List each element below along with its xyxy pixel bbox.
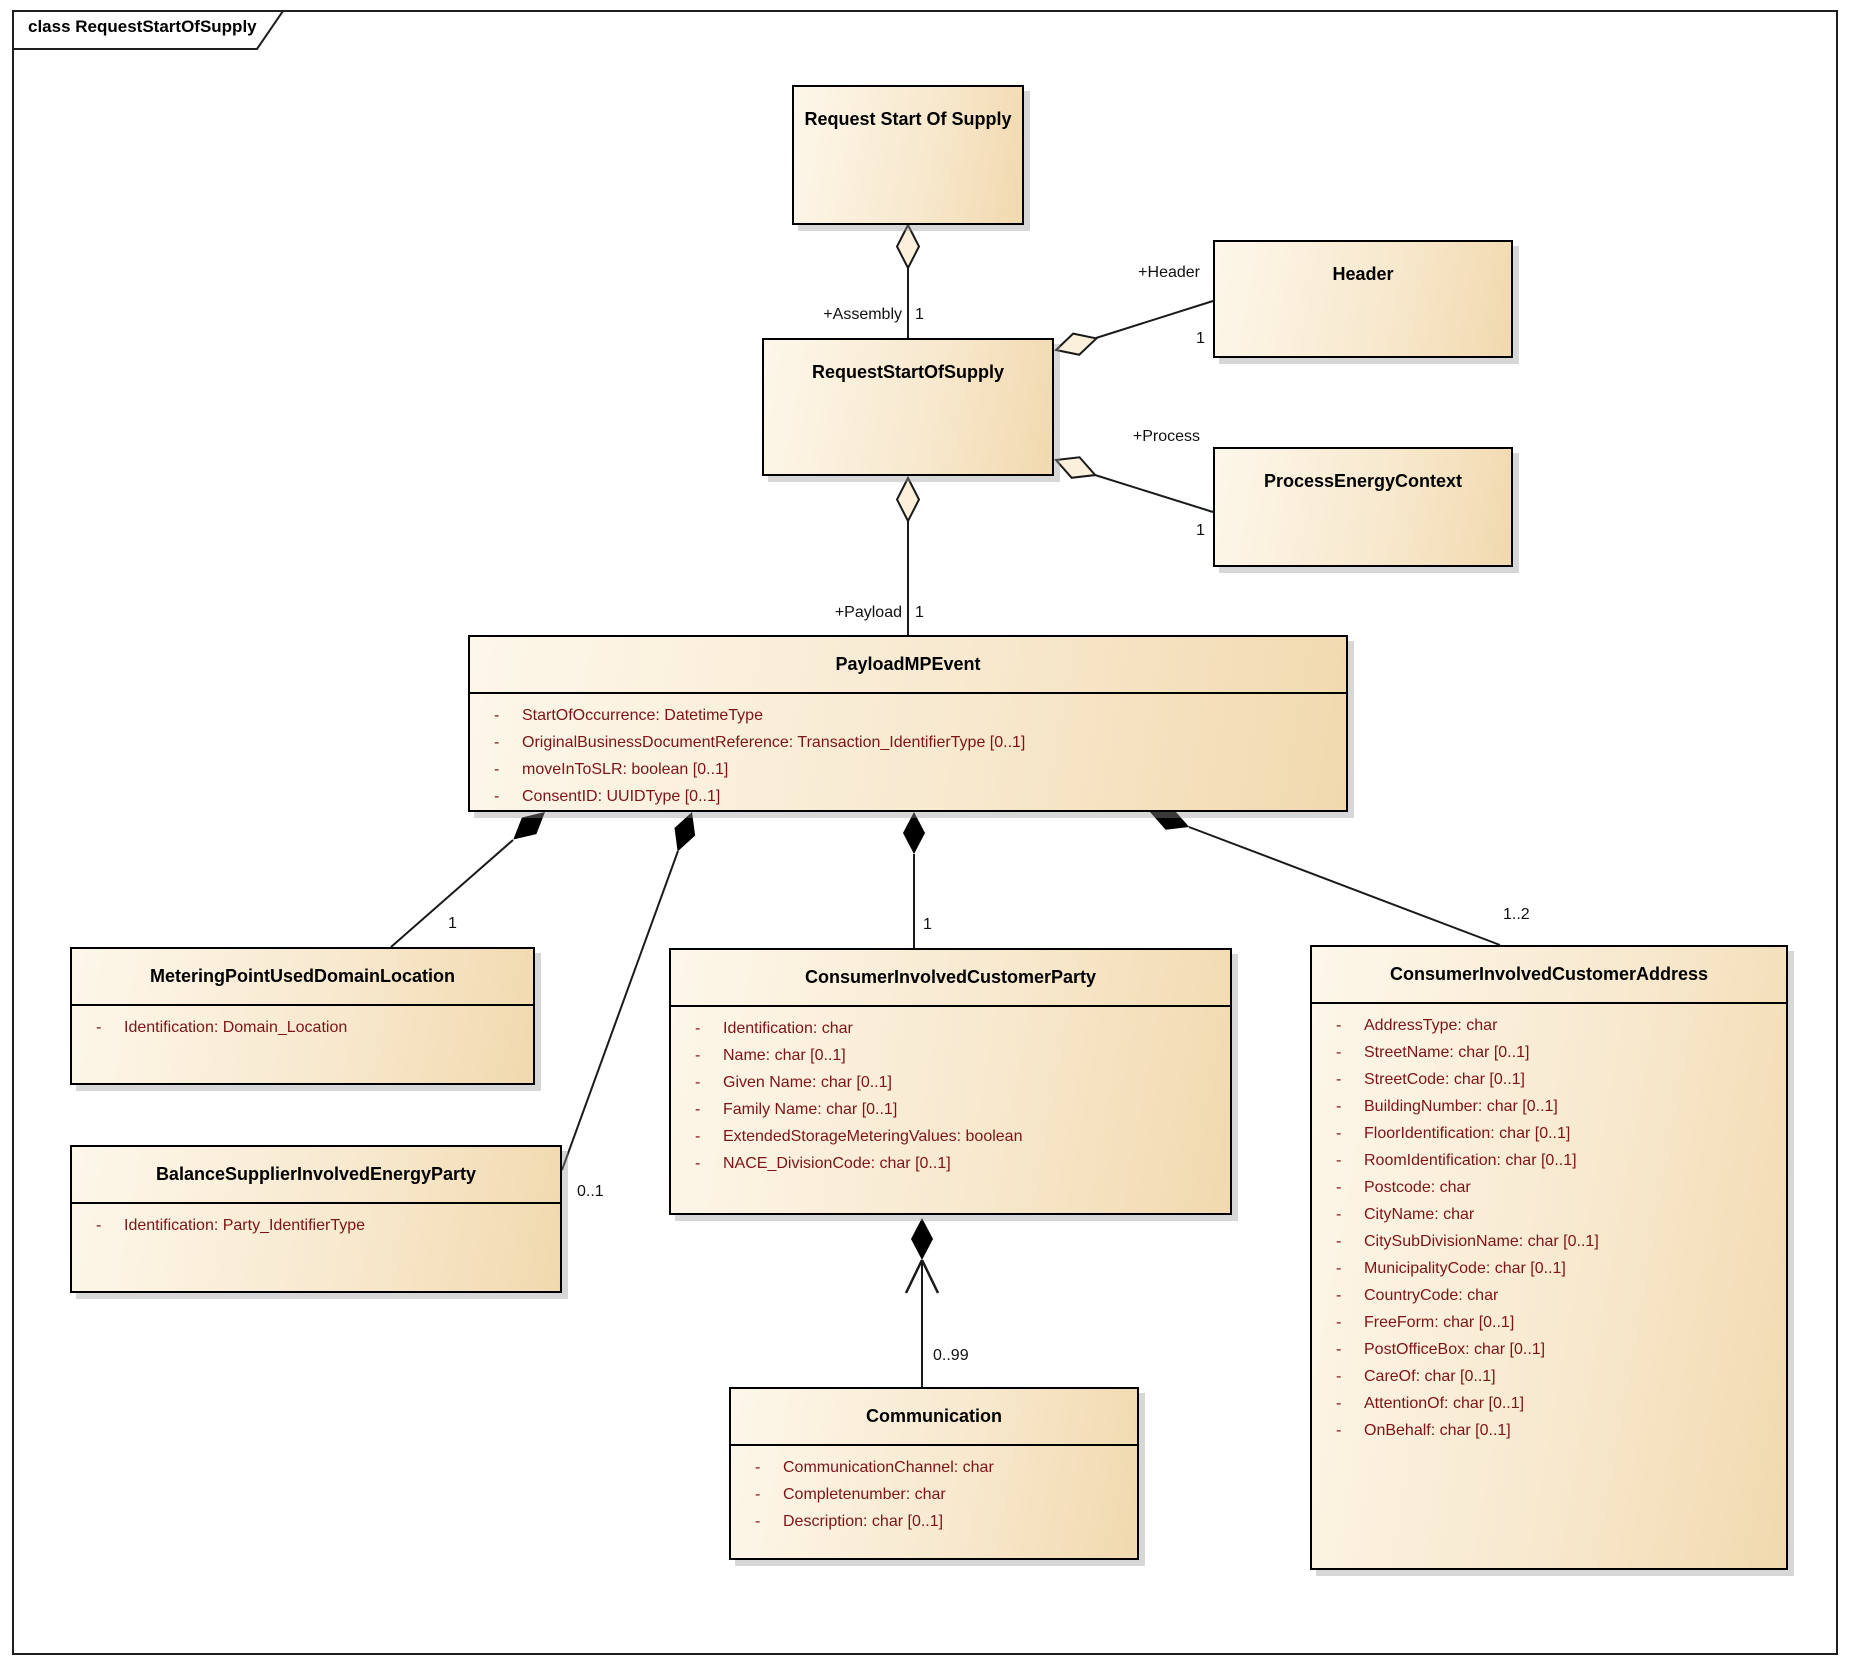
attribute: -moveInToSLR: boolean [0..1]	[494, 761, 729, 778]
attribute: -CareOf: char [0..1]	[1336, 1368, 1496, 1385]
class-name: ConsumerInvolvedCustomerParty	[804, 967, 1097, 987]
attribute: -CommunicationChannel: char	[755, 1459, 994, 1476]
attribute: -Postcode: char	[1336, 1179, 1471, 1196]
attribute: -MunicipalityCode: char [0..1]	[1336, 1260, 1566, 1277]
arrowhead-communication	[920, 1259, 940, 1294]
frame-title: class RequestStartOfSupply	[28, 17, 257, 36]
aggregation-diamond-assembly	[895, 222, 921, 271]
class-processenergycontext[interactable]: ProcessEnergyContext	[1213, 447, 1513, 567]
attribute: -CitySubDivisionName: char [0..1]	[1336, 1233, 1599, 1250]
class-requeststartofsupply[interactable]: RequestStartOfSupply	[762, 338, 1054, 476]
class-name: Header	[1332, 264, 1394, 284]
diagram-frame	[12, 10, 1838, 1655]
multiplicity-customer-address: 1..2	[1503, 906, 1530, 923]
attribute-list: -CommunicationChannel: char -Completenumb…	[731, 1444, 1137, 1535]
composition-diamond-balance-supplier	[674, 812, 696, 852]
class-name: PayloadMPEvent	[835, 654, 981, 674]
connector-balance-supplier[interactable]	[561, 808, 702, 1171]
frame-title-tab	[12, 10, 285, 50]
multiplicity-metering-point: 1	[448, 915, 457, 932]
attribute-list: -Identification: Domain_Location	[72, 1004, 533, 1041]
class-request-start-of-supply[interactable]: Request Start Of Supply	[792, 85, 1024, 225]
class-name: MeteringPointUsedDomainLocation	[149, 966, 455, 986]
attribute-list: -StartOfOccurrence: DatetimeType -Origina…	[470, 692, 1346, 810]
aggregation-diamond-process	[1053, 456, 1098, 479]
attribute: -Family Name: char [0..1]	[695, 1101, 898, 1118]
attribute: -CityName: char	[1336, 1206, 1475, 1223]
class-balancesupplierinvolvedenergyparty[interactable]: BalanceSupplierInvolvedEnergyParty -Iden…	[70, 1145, 562, 1293]
composition-diamond-customer-party	[903, 812, 925, 854]
class-consumerinvolvedcustomeraddress[interactable]: ConsumerInvolvedCustomerAddress -Address…	[1310, 945, 1788, 1570]
aggregation-diamond-payload	[895, 475, 921, 524]
attribute-list: -Identification: Party_IdentifierType	[72, 1202, 560, 1239]
connector-payload[interactable]	[895, 475, 921, 635]
class-communication[interactable]: Communication -CommunicationChannel: cha…	[729, 1387, 1139, 1560]
class-name: ConsumerInvolvedCustomerAddress	[1389, 964, 1709, 984]
attribute: -AddressType: char	[1336, 1017, 1498, 1034]
attribute: -FloorIdentification: char [0..1]	[1336, 1125, 1571, 1142]
class-header[interactable]: Header	[1213, 240, 1513, 358]
class-name: RequestStartOfSupply	[811, 362, 1005, 382]
connector-customer-party[interactable]	[903, 812, 925, 948]
multiplicity-communication: 0..99	[933, 1347, 969, 1364]
connector-process[interactable]	[1052, 450, 1214, 513]
connector-header[interactable]	[1053, 300, 1214, 361]
class-consumerinvolvedcustomerparty[interactable]: ConsumerInvolvedCustomerParty -Identific…	[669, 948, 1232, 1215]
role-label-header: +Header	[1138, 264, 1200, 281]
attribute-list: -Identification: char -Name: char [0..1] -…	[671, 1005, 1230, 1177]
multiplicity-payload: 1	[915, 604, 924, 621]
composition-diamond-customer-address	[1150, 809, 1190, 830]
attribute: -NACE_DivisionCode: char [0..1]	[695, 1155, 951, 1172]
attribute: -OnBehalf: char [0..1]	[1336, 1422, 1511, 1439]
attribute: -Name: char [0..1]	[695, 1047, 846, 1064]
class-name: Request Start Of Supply	[804, 109, 1012, 129]
class-name: BalanceSupplierInvolvedEnergyParty	[155, 1164, 477, 1184]
composition-diamond-metering-point	[513, 812, 545, 840]
attribute: -CountryCode: char	[1336, 1287, 1499, 1304]
connector-assembly[interactable]	[895, 222, 921, 338]
attribute-list: -AddressType: char -StreetName: char [0..…	[1312, 1002, 1786, 1444]
class-payloadmpevent[interactable]: PayloadMPEvent -StartOfOccurrence: Datet…	[468, 635, 1348, 812]
attribute: -StreetCode: char [0..1]	[1336, 1071, 1525, 1088]
multiplicity-header: 1	[1196, 330, 1205, 347]
arrowhead-communication	[904, 1259, 924, 1294]
attribute: -Identification: char	[695, 1020, 853, 1037]
attribute: -FreeForm: char [0..1]	[1336, 1314, 1515, 1331]
attribute: -Description: char [0..1]	[755, 1513, 944, 1530]
multiplicity-balance-supplier: 0..1	[577, 1183, 604, 1200]
attribute: -Identification: Domain_Location	[96, 1019, 348, 1036]
composition-diamond-communication	[911, 1218, 933, 1260]
class-name: Communication	[865, 1406, 1002, 1426]
connector-customer-address[interactable]	[1146, 802, 1501, 946]
attribute: -AttentionOf: char [0..1]	[1336, 1395, 1525, 1412]
class-meteringpointuseddomainlocation[interactable]: MeteringPointUsedDomainLocation -Identif…	[70, 947, 535, 1085]
connector-communication[interactable]	[904, 1218, 940, 1387]
connector-metering-point[interactable]	[390, 804, 552, 948]
multiplicity-customer-party: 1	[923, 916, 932, 933]
role-label-process: +Process	[1132, 428, 1200, 445]
attribute: -StreetName: char [0..1]	[1336, 1044, 1530, 1061]
role-label-assembly: +Assembly	[823, 306, 902, 323]
role-label-payload: +Payload	[834, 604, 902, 621]
multiplicity-process: 1	[1196, 522, 1205, 539]
attribute: -Given Name: char [0..1]	[695, 1074, 892, 1091]
attribute: -Identification: Party_IdentifierType	[96, 1217, 366, 1234]
attribute: -OriginalBusinessDocumentReference: Tran…	[494, 734, 1026, 751]
attribute: -BuildingNumber: char [0..1]	[1336, 1098, 1558, 1115]
attribute: -Completenumber: char	[755, 1486, 946, 1503]
aggregation-diamond-header	[1053, 332, 1099, 356]
attribute: -PostOfficeBox: char [0..1]	[1336, 1341, 1546, 1358]
attribute: -StartOfOccurrence: DatetimeType	[494, 707, 763, 724]
class-name: ProcessEnergyContext	[1263, 471, 1463, 491]
attribute: -ConsentID: UUIDType [0..1]	[494, 788, 721, 805]
attribute: -ExtendedStorageMeteringValues: boolean	[695, 1128, 1023, 1145]
multiplicity-assembly: 1	[915, 306, 924, 323]
attribute: -RoomIdentification: char [0..1]	[1336, 1152, 1577, 1169]
